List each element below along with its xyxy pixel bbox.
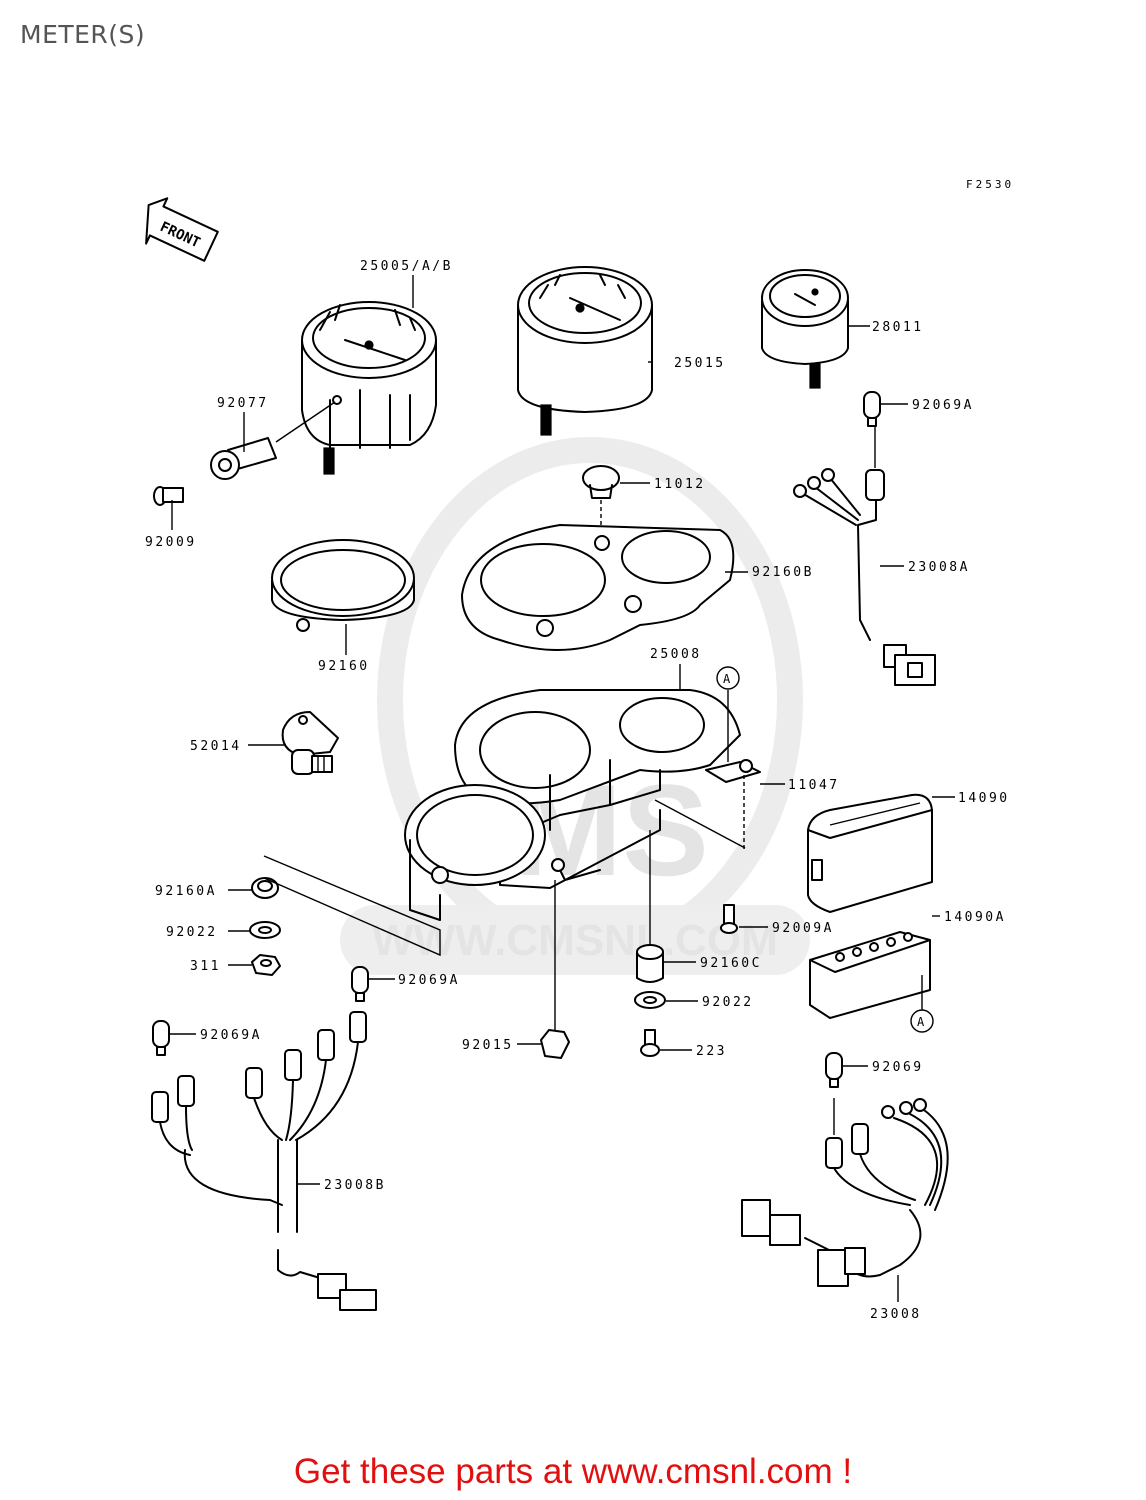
grommet-11012-icon	[582, 465, 620, 525]
part-label: 25008	[650, 647, 702, 662]
speedometer-25015-icon	[517, 266, 653, 436]
page-title: METER(S)	[20, 20, 146, 49]
indicator-14090-icon	[807, 793, 933, 913]
callout-a-top: A	[716, 666, 740, 690]
part-label: 11012	[654, 477, 706, 492]
part-label: 92069A	[200, 1028, 262, 1043]
part-label: 92022	[166, 925, 218, 940]
part-label: 92077	[217, 396, 269, 411]
screw-92009a-icon	[720, 904, 738, 934]
part-label: 28011	[872, 320, 924, 335]
tachometer-25005-icon	[301, 301, 437, 475]
part-label: 92160B	[752, 565, 814, 580]
harness-23008a-icon	[793, 426, 936, 686]
svg-text:A: A	[917, 1015, 925, 1029]
part-label: 23008B	[324, 1178, 386, 1193]
part-label: 92009	[145, 535, 197, 550]
part-label: 14090A	[944, 910, 1006, 925]
damper-92160c-icon	[636, 830, 664, 983]
svg-text:A: A	[723, 672, 731, 686]
part-label: 92009A	[772, 921, 834, 936]
bulb-92069a-top-icon	[863, 391, 881, 427]
part-label: 92160A	[155, 884, 217, 899]
washer-92022-center-icon	[634, 991, 666, 1009]
part-label: 92015	[462, 1038, 514, 1053]
part-label: 92160	[318, 659, 370, 674]
bulb-92069a-mid-icon	[351, 966, 369, 1002]
part-labels: 25005/A/B 25015 28011 92077 92009 11012 …	[145, 259, 1010, 1322]
washer-92022-icon	[249, 921, 281, 939]
fuel-gauge-28011-icon	[761, 269, 849, 389]
leader-lines	[169, 275, 955, 1302]
harness-23008-icon	[741, 1098, 949, 1287]
part-label: 92160C	[700, 956, 762, 971]
part-label: 11047	[788, 778, 840, 793]
callout-a-bottom: A	[910, 975, 934, 1033]
rubber-ring-92160-icon	[271, 539, 415, 632]
part-label: 23008	[870, 1307, 922, 1322]
screw-92009-icon	[153, 486, 184, 506]
bracket-11047-icon	[654, 690, 761, 850]
socket-14090a-icon	[809, 931, 931, 1019]
part-label: 14090	[958, 791, 1010, 806]
figure-code: F2530	[966, 178, 1015, 191]
part-label: 92069A	[398, 973, 460, 988]
nut-311-icon	[251, 954, 281, 976]
part-label: 25015	[674, 356, 726, 371]
gear-92077-icon	[210, 401, 336, 480]
part-label: 52014	[190, 739, 242, 754]
part-label: 223	[696, 1044, 727, 1059]
bulb-92069a-left-icon	[152, 1020, 170, 1056]
washer-92160a-icon	[251, 855, 441, 957]
harness-23008b-icon	[151, 1011, 377, 1311]
meter-cover-92160b-icon	[461, 524, 735, 651]
part-label: 92069	[872, 1060, 924, 1075]
part-label: 311	[190, 959, 221, 974]
nut-92015-icon	[540, 880, 570, 1059]
bulb-92069-icon	[825, 1052, 843, 1088]
part-label: 25005/A/B	[360, 259, 453, 274]
bolt-223-icon	[640, 1029, 660, 1057]
front-arrow-icon: FRONT	[145, 197, 219, 262]
cta-link[interactable]: Get these parts at www.cmsnl.com !	[293, 1452, 853, 1491]
part-label: 92069A	[912, 398, 974, 413]
meter-case-25008-icon	[404, 689, 741, 921]
part-label: 92022	[702, 995, 754, 1010]
sensor-52014-icon	[281, 711, 339, 775]
part-label: 23008A	[908, 560, 970, 575]
